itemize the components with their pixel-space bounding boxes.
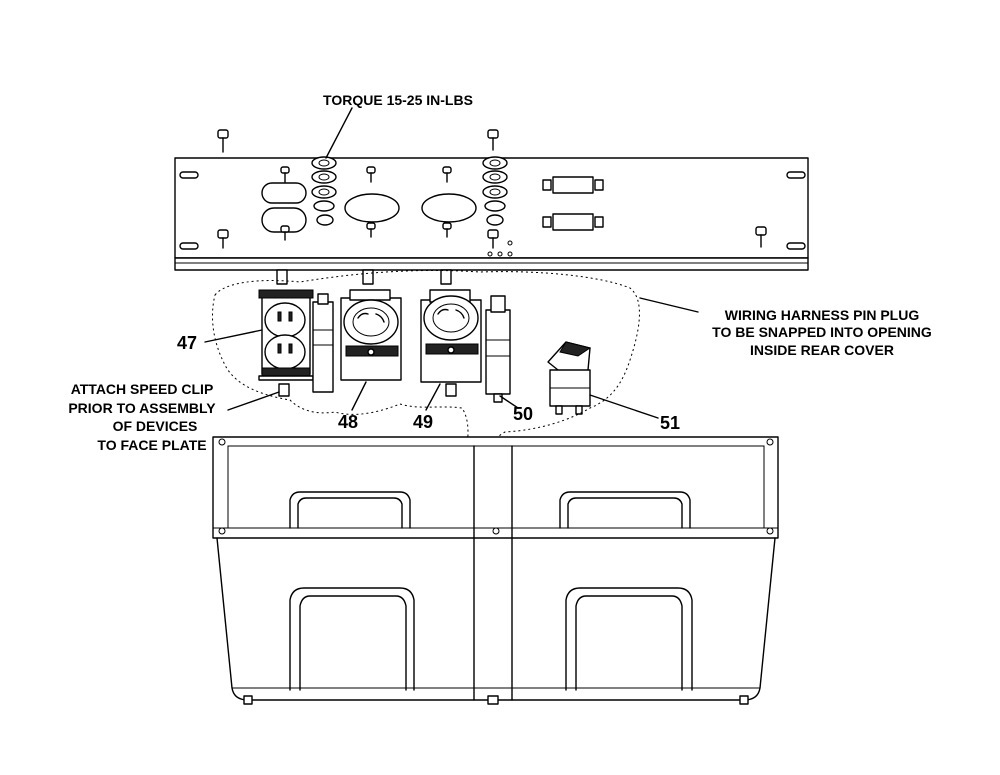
wiring-note-line2: TO BE SNAPPED INTO OPENING xyxy=(712,324,932,340)
speed-clip-note-line1: ATTACH SPEED CLIP xyxy=(71,381,214,397)
screw-group xyxy=(217,129,767,249)
torque-nut-stack xyxy=(311,156,508,212)
twist-lock-receptacle-48 xyxy=(340,289,402,381)
callout-50: 50 xyxy=(513,404,533,424)
leader-lines xyxy=(204,107,699,419)
speed-clips xyxy=(276,269,457,397)
duplex-receptacle-47 xyxy=(258,289,314,381)
torque-note: TORQUE 15-25 IN-LBS xyxy=(323,92,473,108)
wiring-note-line1: WIRING HARNESS PIN PLUG xyxy=(725,307,920,323)
terminal-block-left xyxy=(312,293,334,393)
callout-48: 48 xyxy=(338,412,358,432)
callout-47: 47 xyxy=(177,333,197,353)
wiring-note-line3: INSIDE REAR COVER xyxy=(750,342,894,358)
speed-clip-note-line4: TO FACE PLATE xyxy=(97,437,206,453)
callout-51: 51 xyxy=(660,413,680,433)
callout-49: 49 xyxy=(413,412,433,432)
rocker-switch-51 xyxy=(547,341,592,415)
breaker-50 xyxy=(485,295,511,403)
speed-clip-note-line2: PRIOR TO ASSEMBLY xyxy=(68,400,216,416)
speed-clip-note-line3: OF DEVICES xyxy=(113,418,198,434)
rear-cover-box xyxy=(212,436,779,705)
twist-lock-receptacle-49 xyxy=(420,289,482,383)
